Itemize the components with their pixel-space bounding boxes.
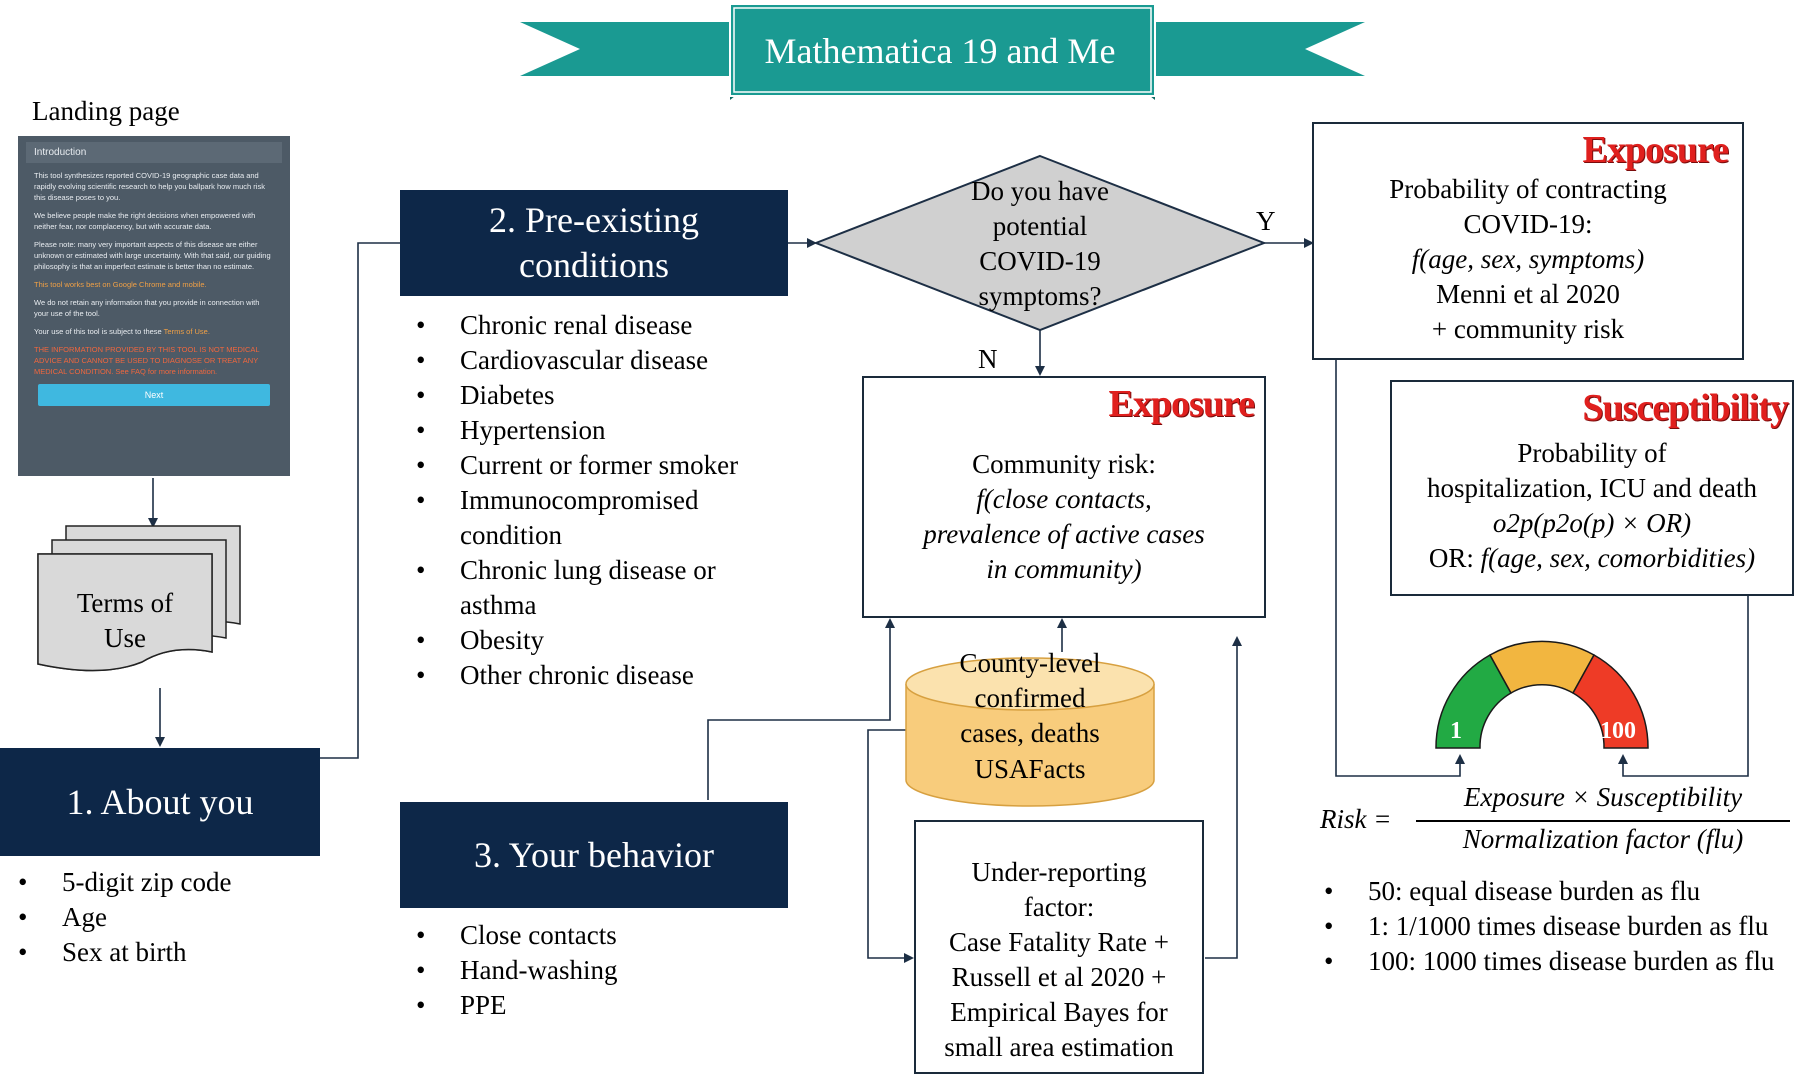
pre-existing-title-line2: conditions bbox=[519, 245, 669, 285]
gauge-low-label: 1 bbox=[1450, 718, 1462, 744]
susceptibility-line: hospitalization, ICU and death bbox=[1427, 473, 1757, 503]
list-item: Obesity bbox=[412, 623, 782, 658]
decision-line4: symptoms? bbox=[978, 281, 1102, 311]
database-caption: County-level confirmed cases, deaths bbox=[906, 646, 1154, 751]
risk-denominator: Normalization factor (flu) bbox=[1462, 824, 1744, 854]
under-reporting-line: factor: bbox=[1023, 892, 1095, 922]
terms-of-use-document: Terms of Use bbox=[38, 586, 212, 656]
under-reporting-line: Under-reporting bbox=[971, 857, 1147, 887]
behavior-header: 3. Your behavior bbox=[400, 802, 788, 908]
list-item: Hypertension bbox=[412, 413, 782, 448]
behavior-list: Close contacts Hand-washing PPE bbox=[412, 918, 617, 1023]
under-reporting-line: small area estimation bbox=[944, 1032, 1174, 1062]
exposure-line: COVID-19: bbox=[1463, 209, 1593, 239]
community-exposure-text: Community risk: f(close contacts, preval… bbox=[862, 447, 1266, 587]
decision-line1: Do you have bbox=[971, 176, 1109, 206]
risk-scale-list: 50: equal disease burden as flu 1: 1/100… bbox=[1320, 874, 1774, 979]
risk-fraction-bar bbox=[1416, 820, 1790, 822]
database-name: USAFacts bbox=[974, 754, 1086, 784]
terms-line1: Terms of bbox=[76, 588, 174, 618]
exposure-line: + community risk bbox=[1431, 314, 1625, 344]
about-you-list: 5-digit zip code Age Sex at birth bbox=[14, 865, 231, 970]
under-reporting-line: Empirical Bayes for bbox=[950, 997, 1168, 1027]
landing-paragraph: We believe people make the right decisio… bbox=[34, 211, 256, 231]
gauge-high-label: 100 bbox=[1600, 718, 1636, 744]
decision-line3: COVID-19 bbox=[979, 246, 1101, 276]
exposure-line: Menni et al 2020 bbox=[1436, 279, 1620, 309]
exposure-formula: f(age, sex, symptoms) bbox=[1411, 244, 1645, 274]
landing-page-screenshot: Introduction This tool synthesizes repor… bbox=[18, 136, 290, 476]
list-item: 50: equal disease burden as flu bbox=[1320, 874, 1774, 909]
list-item: 5-digit zip code bbox=[14, 865, 231, 900]
terms-line2: Use bbox=[104, 623, 146, 653]
landing-privacy-note: We do not retain any information that yo… bbox=[34, 298, 260, 318]
exposure-tag: Exposure bbox=[1108, 383, 1255, 425]
susceptibility-line: Probability of bbox=[1517, 438, 1667, 468]
list-item: Immunocompromised condition bbox=[412, 483, 730, 553]
list-item: Diabetes bbox=[412, 378, 782, 413]
landing-next-button[interactable]: Next bbox=[38, 384, 270, 406]
landing-intro-header: Introduction bbox=[26, 142, 282, 163]
list-item: Cardiovascular disease bbox=[412, 343, 782, 378]
banner-title: Mathematica 19 and Me bbox=[764, 31, 1116, 71]
under-reporting-box bbox=[914, 820, 1204, 1074]
under-reporting-line: Case Fatality Rate + bbox=[949, 927, 1169, 957]
database-line: County-level confirmed bbox=[959, 648, 1101, 713]
decision-question: Do you have potential COVID-19 symptoms? bbox=[920, 174, 1160, 314]
under-reporting-text: Under-reporting factor: Case Fatality Ra… bbox=[914, 855, 1204, 1065]
susceptibility-text: Probability of hospitalization, ICU and … bbox=[1390, 436, 1794, 576]
landing-terms-prefix: Your use of this tool is subject to thes… bbox=[34, 327, 162, 336]
exposure-probability-text: Probability of contracting COVID-19: f(a… bbox=[1312, 172, 1744, 347]
landing-terms-link[interactable]: Terms of Use. bbox=[163, 327, 210, 336]
list-item: 100: 1000 times disease burden as flu bbox=[1320, 944, 1774, 979]
landing-terms-line: Your use of this tool is subject to thes… bbox=[34, 326, 274, 337]
database-line: cases, deaths bbox=[960, 718, 1100, 748]
community-exposure-box: Exposure bbox=[862, 376, 1266, 618]
exposure-probability-box: Exposure bbox=[1312, 122, 1744, 360]
list-item: Age bbox=[14, 900, 231, 935]
susceptibility-box: Susceptibility bbox=[1390, 380, 1794, 596]
community-line: Community risk: bbox=[972, 449, 1156, 479]
pre-existing-title-line1: 2. Pre-existing bbox=[489, 200, 699, 240]
list-item: Chronic renal disease bbox=[412, 308, 782, 343]
susceptibility-formula: o2p(p2o(p) × OR) bbox=[1492, 508, 1692, 538]
landing-warning: THE INFORMATION PROVIDED BY THIS TOOL IS… bbox=[34, 345, 260, 376]
landing-paragraph: Please note: many very important aspects… bbox=[34, 240, 271, 271]
list-item: Other chronic disease bbox=[412, 658, 782, 693]
list-item: Chronic lung disease or asthma bbox=[412, 553, 760, 623]
risk-numerator: Exposure × Susceptibility bbox=[1463, 782, 1743, 812]
list-item: Close contacts bbox=[412, 918, 617, 953]
landing-browser-note: This tool works best on Google Chrome an… bbox=[34, 280, 207, 289]
community-formula: prevalence of active cases bbox=[923, 519, 1205, 549]
exposure-tag: Exposure bbox=[1582, 129, 1729, 171]
or-prefix: OR: bbox=[1428, 543, 1474, 573]
susceptibility-tag: Susceptibility bbox=[1582, 387, 1789, 429]
risk-lhs: Risk = bbox=[1320, 804, 1392, 834]
landing-paragraph: This tool synthesizes reported COVID-19 … bbox=[34, 171, 265, 202]
list-item: PPE bbox=[412, 988, 617, 1023]
community-formula: in community) bbox=[986, 554, 1142, 584]
under-reporting-line: Russell et al 2020 + bbox=[951, 962, 1167, 992]
or-formula: f(age, sex, comorbidities) bbox=[1480, 543, 1756, 573]
community-formula: f(close contacts, bbox=[976, 484, 1152, 514]
decision-no-label: N bbox=[978, 344, 998, 374]
about-you-header: 1. About you bbox=[0, 748, 320, 856]
decision-yes-label: Y bbox=[1256, 206, 1276, 236]
list-item: Hand-washing bbox=[412, 953, 617, 988]
pre-existing-header: 2. Pre-existing conditions bbox=[400, 190, 788, 296]
landing-page-caption: Landing page bbox=[32, 96, 180, 126]
susceptibility-or-line: OR: f(age, sex, comorbidities) bbox=[1390, 541, 1794, 576]
list-item: Sex at birth bbox=[14, 935, 231, 970]
pre-existing-list: Chronic renal disease Cardiovascular dis… bbox=[412, 308, 782, 693]
list-item: 1: 1/1000 times disease burden as flu bbox=[1320, 909, 1774, 944]
exposure-line: Probability of contracting bbox=[1389, 174, 1667, 204]
decision-line2: potential bbox=[992, 211, 1088, 241]
list-item: Current or former smoker bbox=[412, 448, 782, 483]
